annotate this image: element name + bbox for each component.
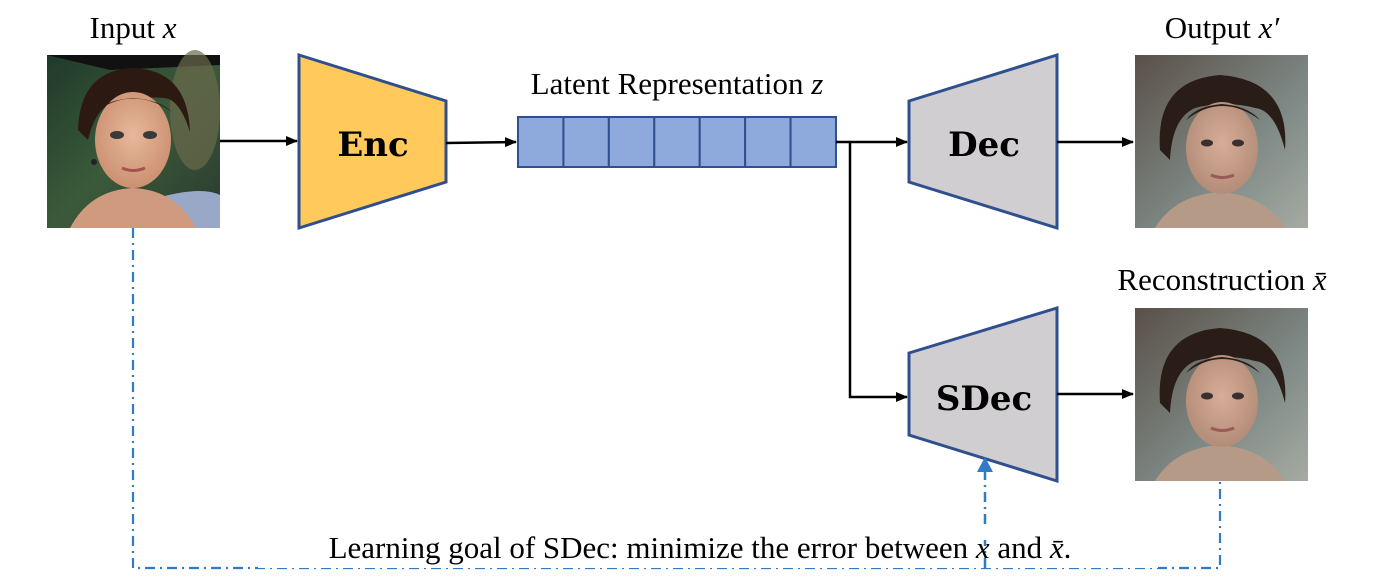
latent-cell [744,116,792,168]
error-to-sdec-arrowhead [977,457,993,472]
arrow-enc-to-latent [445,137,517,148]
latent-label: Latent Representation z [531,66,824,101]
sdecoder-block: SDec [907,305,1059,484]
latent-cell [653,116,701,168]
latent-cell [789,116,837,168]
input-label: Input x [90,10,177,45]
reconstruction-label: Reconstruction x̄ [1117,262,1326,297]
latent-cell [517,116,565,168]
output-face-image [1135,55,1308,228]
input-face-image [47,50,220,228]
encoder-block: Enc [297,52,448,231]
latent-cell [607,116,656,168]
latent-cell [698,116,747,168]
decoder-label: Dec [948,125,1020,165]
latent-vector [517,116,837,168]
goal-text-background [258,528,1158,568]
arrow-latent-to-sdec [848,142,908,402]
sdecoder-label: SDec [936,379,1032,419]
decoder-block: Dec [907,52,1059,231]
latent-cell [562,116,610,168]
encoder-label: Enc [337,125,408,165]
output-label: Output x′ [1165,10,1281,45]
learning-goal-text: Learning goal of SDec: minimize the erro… [329,530,1072,565]
reconstruction-face-image [1135,308,1308,481]
